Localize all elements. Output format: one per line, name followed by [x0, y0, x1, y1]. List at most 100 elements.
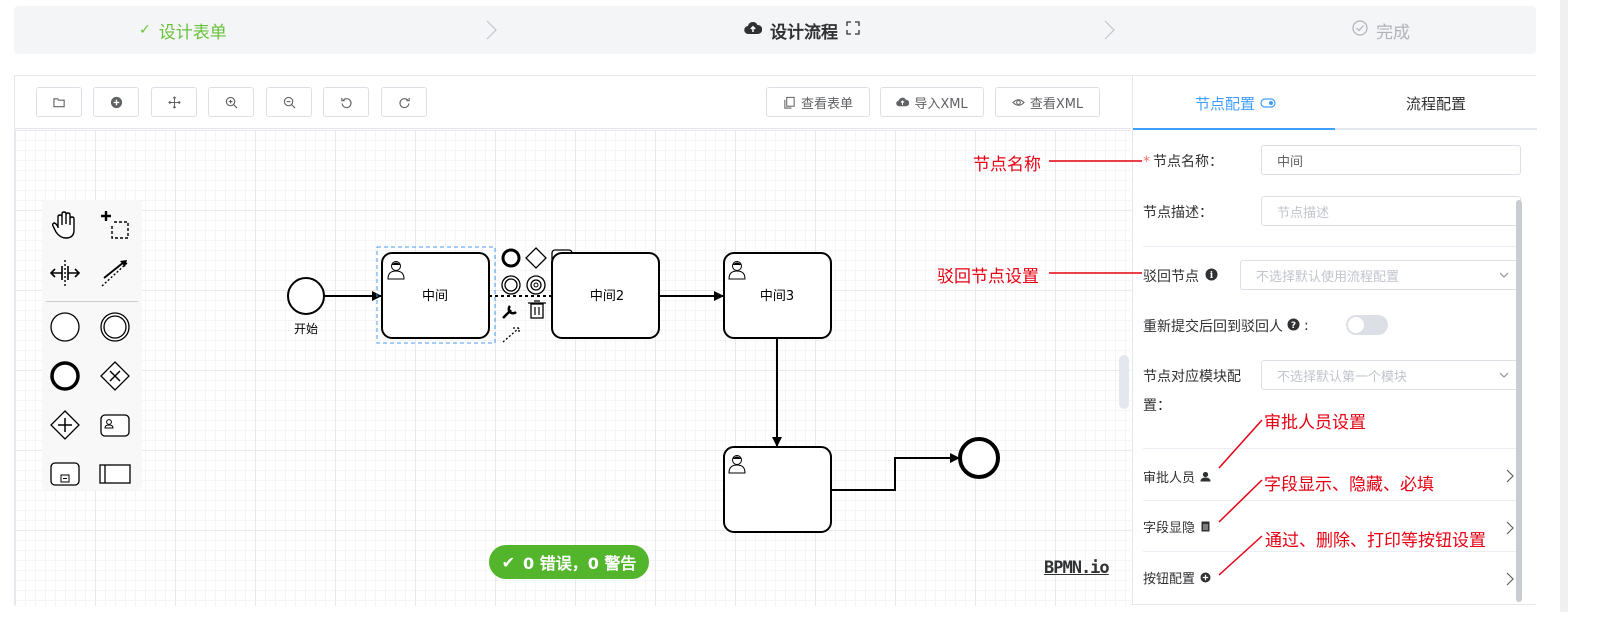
tab-node-config[interactable]: 节点配置	[1195, 76, 1276, 130]
view-xml-button[interactable]: 查看XML	[995, 87, 1100, 117]
document-icon	[1201, 521, 1210, 532]
reject-node-select[interactable]: 不选择默认使用流程配置	[1240, 260, 1521, 290]
chevron-right-icon	[1506, 469, 1514, 483]
undo-icon	[340, 97, 352, 108]
tab-process-config[interactable]: 流程配置	[1406, 76, 1466, 130]
open-file-button[interactable]	[36, 87, 82, 117]
designer-frame: 查看表单 导入XML 查看XML 开始	[14, 75, 1537, 606]
node-desc-label: 节点描述：	[1143, 205, 1213, 221]
bpmn-io-logo[interactable]: BPMN.io	[1044, 558, 1110, 578]
node-name-label: *节点名称：	[1143, 154, 1223, 170]
node-name-input[interactable]: 中间	[1261, 145, 1521, 175]
section-divider	[1143, 448, 1521, 449]
event-subtype-tool-icon	[526, 275, 546, 295]
parallel-gateway-icon	[50, 410, 80, 440]
page-scrollbar[interactable]	[1560, 0, 1568, 612]
hand-tool[interactable]	[45, 205, 85, 245]
fit-view-button[interactable]	[151, 87, 197, 117]
create-start-event[interactable]	[45, 307, 85, 347]
view-form-button[interactable]: 查看表单	[766, 87, 870, 117]
info-circle-icon[interactable]: i	[1205, 268, 1218, 285]
approvers-row[interactable]: 审批人员	[1133, 449, 1537, 499]
sequence-flow[interactable]	[831, 453, 960, 491]
palette-separator	[46, 301, 138, 302]
field-visibility-label: 字段显隐	[1143, 517, 1211, 536]
user-task-3-label: 中间3	[760, 289, 794, 304]
start-event-icon	[50, 312, 80, 342]
section-divider	[1143, 551, 1521, 552]
field-visibility-row[interactable]: 字段显隐	[1133, 501, 1537, 551]
chevron-down-icon	[1499, 372, 1509, 378]
zoom-in-button[interactable]	[208, 87, 254, 117]
lint-status-badge[interactable]: ✔ 0 错误，0 警告	[489, 545, 649, 579]
pool-icon	[99, 464, 131, 484]
node-desc-placeholder: 节点描述	[1277, 205, 1330, 221]
import-xml-button[interactable]: 导入XML	[880, 87, 984, 117]
toolbar: 查看表单 导入XML 查看XML	[15, 76, 1131, 129]
view-xml-label: 查看XML	[1029, 96, 1084, 112]
create-end-event[interactable]	[45, 356, 85, 396]
fullscreen-icon[interactable]	[846, 20, 860, 40]
chevron-right-icon	[1098, 19, 1120, 41]
approvers-label: 审批人员	[1143, 467, 1211, 486]
user-task-2[interactable]: 中间2	[551, 252, 660, 339]
steps-bar: ✓ 设计表单 设计流程 完成	[14, 6, 1536, 54]
module-config-select[interactable]: 不选择默认第一个模块	[1261, 360, 1521, 390]
step-design-form[interactable]: ✓ 设计表单	[139, 6, 227, 54]
resubmit-label: 重新提交后回到驳回人 ? :	[1143, 318, 1309, 335]
bpmn-diagram: 开始 中间	[287, 246, 1000, 533]
section-divider	[1143, 246, 1521, 247]
cloud-upload-icon	[896, 97, 910, 106]
node-desc-input[interactable]: 节点描述	[1261, 196, 1521, 226]
button-config-row[interactable]: 按钮配置	[1133, 552, 1537, 602]
create-new-button[interactable]	[93, 87, 139, 117]
step-design-form-label: 设计表单	[158, 22, 227, 43]
svg-text:i: i	[1210, 271, 1214, 281]
user-task-1[interactable]: 中间	[381, 252, 490, 339]
subprocess-icon	[50, 462, 80, 486]
tool-palette	[42, 200, 142, 490]
resubmit-switch[interactable]	[1346, 315, 1388, 335]
end-event[interactable]	[958, 437, 1000, 479]
chevron-right-icon	[480, 19, 502, 41]
hand-icon	[51, 211, 75, 239]
properties-panel: 节点配置 流程配置 *节点名称： 中间 节点描述： 节点描述 驳回节点 i	[1132, 76, 1537, 604]
undo-button[interactable]	[323, 87, 369, 117]
panel-resize-handle[interactable]	[1119, 355, 1129, 409]
create-subprocess[interactable]	[45, 454, 85, 494]
user-icon	[728, 455, 746, 474]
redo-button[interactable]	[381, 87, 427, 117]
trash-icon	[528, 300, 546, 319]
step-design-process[interactable]: 设计流程	[744, 6, 860, 54]
create-pool[interactable]	[95, 454, 135, 494]
end-event-tool-icon	[501, 248, 521, 268]
import-xml-label: 导入XML	[914, 96, 968, 112]
section-divider	[1143, 500, 1521, 501]
start-event-label: 开始	[294, 322, 318, 336]
user-icon	[1200, 471, 1211, 482]
bpmn-canvas[interactable]: 开始 中间	[15, 130, 1131, 606]
panel-scrollbar[interactable]	[1516, 200, 1522, 602]
create-exclusive-gateway[interactable]	[95, 356, 135, 396]
user-icon	[387, 261, 405, 280]
chevron-right-icon	[1506, 572, 1514, 586]
user-task-4[interactable]	[723, 446, 832, 533]
user-task-3[interactable]: 中间3	[723, 252, 832, 339]
question-circle-icon[interactable]: ?	[1287, 318, 1300, 335]
plus-circle-icon	[110, 96, 122, 108]
step-complete[interactable]: 完成	[1352, 6, 1410, 54]
create-intermediate-event[interactable]	[95, 307, 135, 347]
folder-open-icon	[52, 97, 65, 107]
create-user-task[interactable]	[95, 405, 135, 445]
redo-icon	[398, 97, 410, 108]
svg-text:?: ?	[1291, 321, 1296, 331]
global-connect-tool[interactable]	[95, 253, 135, 293]
module-config-label: 节点对应模块配 置：	[1143, 369, 1241, 414]
zoom-out-button[interactable]	[266, 87, 312, 117]
reject-node-label: 驳回节点 i	[1143, 266, 1218, 286]
space-tool[interactable]	[45, 253, 85, 293]
create-parallel-gateway[interactable]	[45, 405, 85, 445]
selection-outline	[376, 246, 496, 344]
lasso-tool[interactable]	[95, 205, 135, 245]
